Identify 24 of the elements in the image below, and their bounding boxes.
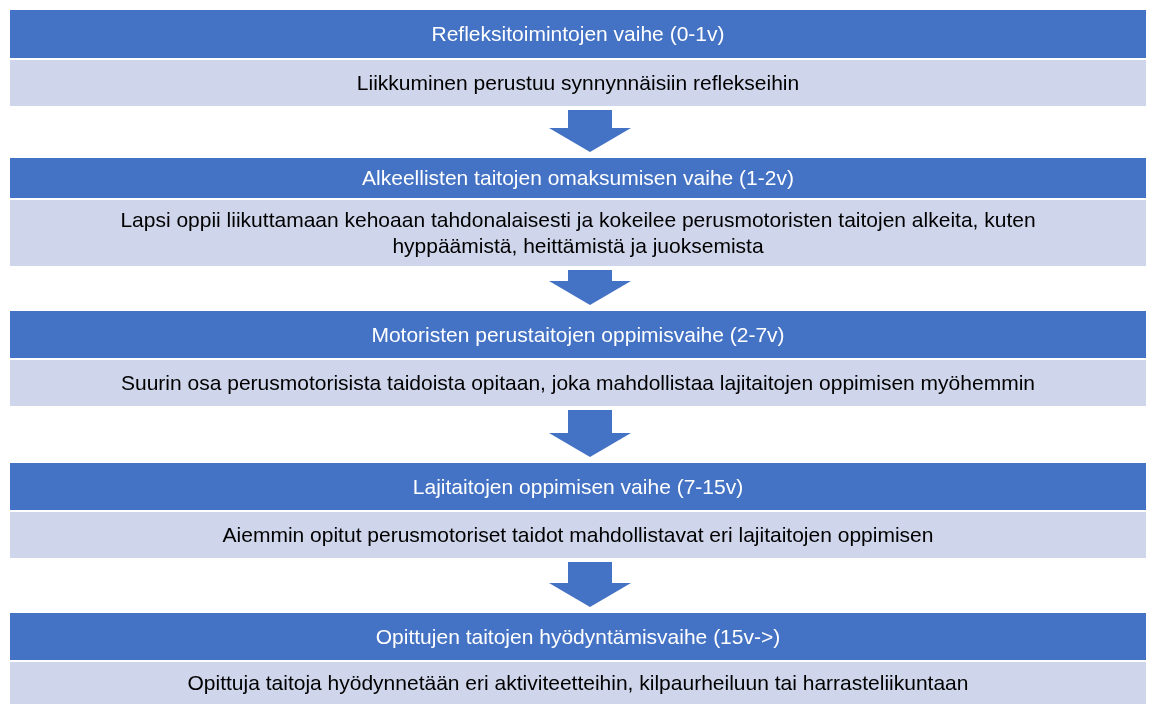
stage-description: Opittuja taitoja hyödynnetään eri aktiviteetteihin, kilpaurheiluun tai harrasteliikuntaan [186,669,970,696]
stage-header-bar [10,311,1146,358]
stage-title: Lajitaitojen oppimisen vaihe (7-15v) [411,474,745,499]
stage-title: Refleksitoimintojen vaihe (0-1v) [430,22,726,46]
block-arrow [549,562,631,607]
stage-description: Liikkuminen perustuu synnynnäisiin reflekseihin [355,69,801,96]
stage-description: Aiemmin opitut perusmotoriset taidot mahdollistavat eri lajitaitojen oppimisen [221,521,935,548]
stage-header-bar [10,158,1146,198]
stage-description-band [10,198,1146,266]
stage-description: Lapsi oppii liikuttamaan kehoaan tahdonalaisesti ja kokeilee perusmotoristen taitojen alkeita, kuten hyppäämistä, heittämistä ja juoksemista [119,206,1037,259]
stage-title: Motoristen perustaitojen oppimisvaihe (2-7v) [370,322,786,347]
stage-title: Alkeellisten taitojen omaksumisen vaihe (1-2v) [361,166,795,190]
stage-description-band [10,660,1146,704]
stage-description-band [10,510,1146,558]
stage-header-bar [10,613,1146,660]
stage-description-band [10,58,1146,106]
stage-description-band [10,358,1146,406]
stage-title: Opittujen taitojen hyödyntämisvaihe (15v->) [374,624,782,649]
stage-description: Suurin osa perusmotorisista taidoista opitaan, joka mahdollistaa lajitaitojen oppimisen myöhemmin [120,369,1036,396]
stage-header-bar [10,10,1146,58]
block-arrow [549,410,631,457]
stage-header-bar [10,463,1146,510]
block-arrow [549,270,631,305]
block-arrow [549,110,631,152]
